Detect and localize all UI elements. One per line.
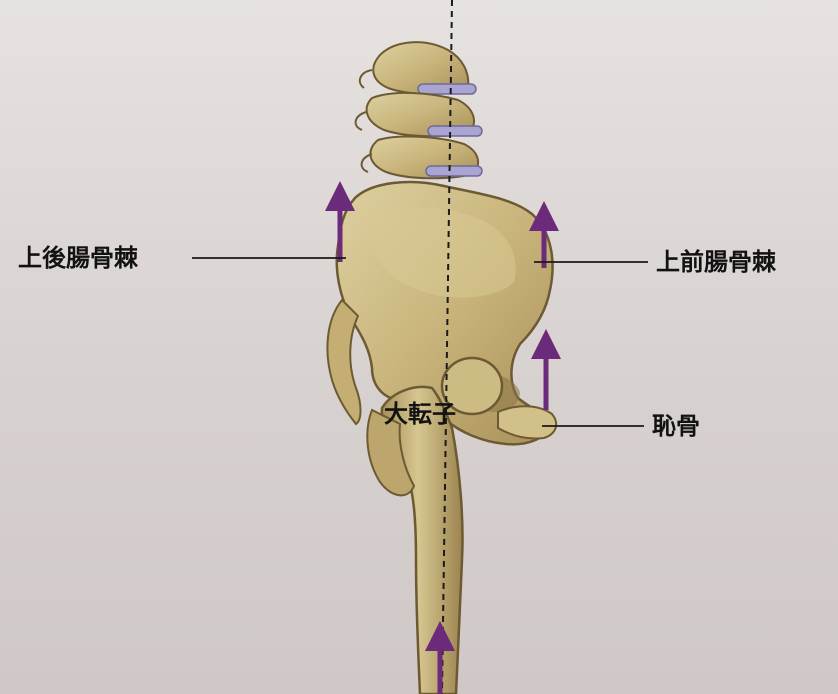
label-pubis: 恥骨 [652,412,700,440]
intervertebral-disc [417,83,477,95]
intervertebral-disc [427,125,483,137]
intervertebral-disc [425,165,483,177]
gravity-line [441,0,453,694]
lumbar-spine [354,41,483,180]
label-posterior-superior-iliac-spine: 上後腸骨棘 [18,244,138,272]
leader-lines [192,257,648,427]
label-anterior-superior-iliac-spine: 上前腸骨棘 [656,248,776,276]
femoral-head [440,356,504,416]
label-greater-trochanter: 大転子 [384,400,456,428]
force-arrows [325,181,561,694]
